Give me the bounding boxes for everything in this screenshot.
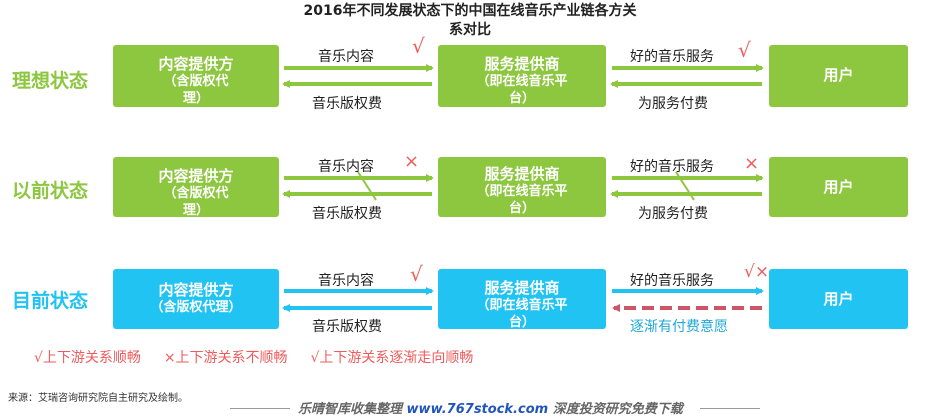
cross-icon: ×	[744, 153, 760, 174]
check-icon: √	[738, 38, 751, 62]
legend-cross: ×上下游关系不顺畅	[163, 350, 288, 366]
content-box-line2: （含版权代	[163, 74, 229, 89]
content-box-line3: 理）	[182, 91, 209, 106]
source-note: 来源：艾瑞咨询研究院自主研究及绘制。	[8, 393, 188, 404]
check-icon: √	[412, 34, 425, 58]
copyright-fee-label: 音乐版权费	[312, 319, 382, 335]
legend: √上下游关系顺畅 ×上下游关系不顺畅 √上下游关系逐渐走向顺畅	[34, 347, 473, 367]
break-slash	[357, 171, 377, 201]
copyright-fee-label: 音乐版权费	[312, 206, 382, 222]
service-box-line3: 台）	[508, 201, 535, 216]
chart-title: 2016年不同发展状态下的中国在线音乐产业链各方关 系对比	[240, 2, 700, 40]
good-service-label: 好的音乐服务	[630, 273, 714, 289]
service-box-line3: 台）	[508, 91, 535, 106]
content-box-line1: 内容提供方	[158, 167, 234, 185]
row-label-current: 目前状态	[12, 290, 89, 312]
content-box-line2: （含版权代理）	[150, 300, 242, 315]
service-provider-box-current: 服务提供商 （即在线音乐平 台）	[438, 269, 606, 329]
copyright-fee-label: 音乐版权费	[312, 96, 382, 112]
service-box-line2: （即在线音乐平	[476, 74, 568, 89]
break-slash	[675, 171, 695, 201]
content-box-line3: 理）	[182, 203, 209, 217]
content-box-line2: （含版权代	[163, 186, 229, 201]
footer-url: www.767stock.com	[406, 402, 549, 417]
check-icon: √	[410, 262, 423, 286]
music-content-label: 音乐内容	[318, 159, 374, 175]
legend-mixed: √上下游关系逐渐走向顺畅	[310, 350, 474, 366]
footer-prefix: 乐晴智库收集整理	[298, 402, 403, 417]
service-box-line2: （即在线音乐平	[476, 184, 568, 199]
service-box-line3: 台）	[508, 315, 535, 329]
good-service-label: 好的音乐服务	[630, 49, 714, 65]
service-provider-box-ideal: 服务提供商 （即在线音乐平 台）	[438, 45, 606, 107]
row-label-ideal: 理想状态	[12, 70, 89, 92]
row-label-past: 以前状态	[12, 180, 89, 202]
content-box-line1: 内容提供方	[158, 55, 234, 73]
user-box-past: 用户	[769, 157, 908, 217]
service-box-line1: 服务提供商	[484, 279, 560, 297]
service-box-line2: （即在线音乐平	[476, 298, 568, 313]
footer-rule-right	[700, 408, 760, 409]
music-content-label: 音乐内容	[318, 49, 374, 65]
gradual-willingness-label: 逐渐有付费意愿	[630, 319, 728, 335]
legend-check: √上下游关系顺畅	[34, 350, 141, 366]
user-box-current: 用户	[769, 269, 908, 329]
service-box-line1: 服务提供商	[484, 165, 560, 183]
user-box-ideal: 用户	[769, 45, 908, 107]
content-provider-box-current: 内容提供方 （含版权代理）	[113, 269, 279, 329]
service-box-line1: 服务提供商	[484, 55, 560, 73]
pay-for-service-label: 为服务付费	[638, 96, 708, 112]
cross-icon: ×	[404, 151, 420, 172]
service-provider-box-past: 服务提供商 （即在线音乐平 台）	[438, 157, 606, 217]
content-box-line1: 内容提供方	[158, 281, 234, 299]
content-provider-box-ideal: 内容提供方 （含版权代 理）	[113, 45, 279, 107]
music-content-label: 音乐内容	[318, 273, 374, 289]
footer-suffix: 深度投资研究免费下载	[552, 402, 683, 417]
footer-watermark: 乐晴智库收集整理 www.767stock.com 深度投资研究免费下载	[298, 398, 683, 417]
check-cross-icon: √×	[744, 262, 770, 282]
title-line-1: 2016年不同发展状态下的中国在线音乐产业链各方关	[303, 3, 637, 19]
footer-rule-left	[230, 408, 290, 409]
content-provider-box-past: 内容提供方 （含版权代 理）	[113, 157, 279, 217]
title-line-2: 系对比	[449, 22, 491, 38]
pay-for-service-label: 为服务付费	[638, 206, 708, 222]
good-service-label: 好的音乐服务	[630, 159, 714, 175]
